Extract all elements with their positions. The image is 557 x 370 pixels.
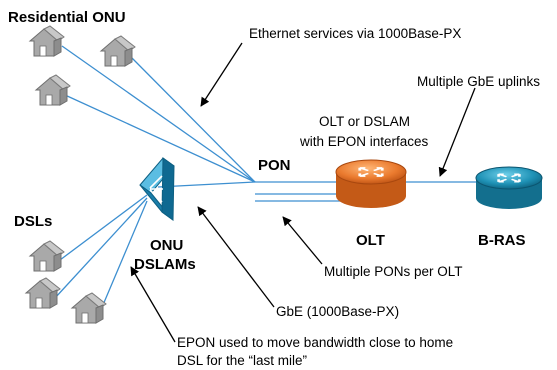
callout-arrows: [130, 42, 476, 343]
residential-onu-label: Residential ONU: [8, 9, 126, 26]
fiber-to-house-3: [64, 94, 256, 183]
ethernet-services-label: Ethernet services via 1000Base-PX: [249, 26, 461, 41]
dsl-line-1: [59, 194, 148, 261]
dsls-label: DSLs: [14, 213, 52, 230]
pon-label: PON: [258, 157, 291, 174]
house-icon: [25, 277, 61, 309]
house-icon: [29, 25, 65, 57]
house-icon: [71, 292, 107, 324]
multiple-pons-label: Multiple PONs per OLT: [324, 264, 463, 279]
arrow-gbe: [197, 206, 275, 308]
epon-note-line1: EPON used to move bandwidth close to hom…: [177, 335, 453, 350]
house-icon: [100, 35, 136, 67]
arrow-gbe-uplinks: [438, 87, 476, 177]
arrow-multiple-pons: [282, 216, 323, 265]
fiber-to-dslam: [157, 181, 256, 188]
house-icon: [35, 74, 71, 106]
arrow-ethernet: [200, 42, 243, 107]
bras-router-icon: [475, 166, 543, 209]
olt-label: OLT: [356, 232, 385, 249]
fiber-links: [54, 45, 480, 313]
dsl-line-3: [99, 200, 148, 313]
gbe-label: GbE (1000Base-PX): [276, 304, 399, 319]
dslams-label: DSLAMs: [134, 256, 196, 273]
dsl-line-2: [54, 197, 148, 299]
house-icon: [29, 240, 65, 272]
fiber-to-house-1: [61, 45, 256, 183]
epon-interfaces-label: with EPON interfaces: [299, 134, 429, 149]
arrow-epon: [130, 266, 176, 343]
epon-note-line2: DSL for the “last mile”: [177, 353, 307, 368]
olt-router-icon: [335, 159, 407, 208]
bras-label: B-RAS: [478, 232, 526, 249]
onu-label: ONU: [150, 237, 183, 254]
gbe-uplinks-label: Multiple GbE uplinks: [417, 74, 540, 89]
fiber-to-house-2: [129, 55, 256, 183]
olt-dslam-label: OLT or DSLAM: [319, 114, 410, 129]
dslam-icon: [139, 157, 175, 221]
